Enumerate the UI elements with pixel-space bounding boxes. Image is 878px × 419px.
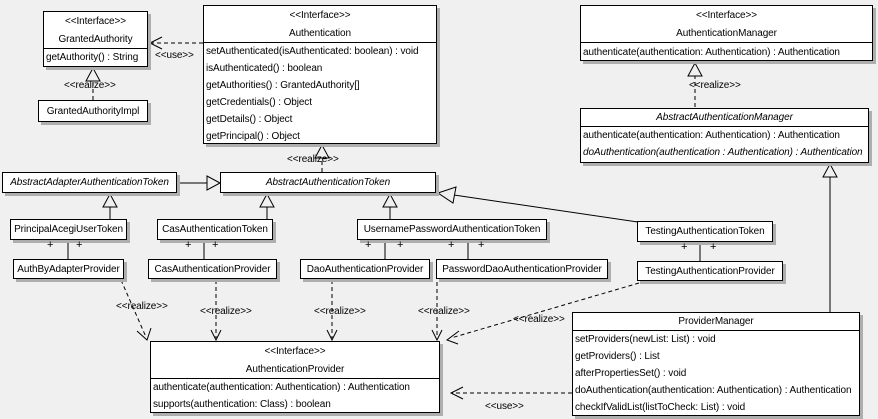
class-name: GrantedAuthorityImpl: [46, 105, 140, 117]
realize-label: <<realize>>: [418, 306, 470, 317]
method: getProviders() : List: [575, 351, 660, 362]
realize-label: <<realize>>: [116, 301, 168, 312]
realize-label: <<realize>>: [513, 314, 565, 325]
plus-mark: +: [478, 239, 485, 251]
class-name: UsernamePasswordAuthenticationToken: [363, 224, 541, 235]
class-name: ProviderManager: [573, 313, 859, 331]
edge-use-authentication-grantedauthority: [148, 36, 203, 50]
plus-mark: +: [448, 239, 455, 251]
class-name: CasAuthenticationToken: [162, 224, 268, 235]
stereotype-label: <<Interface>>: [696, 10, 757, 21]
class-abstract-adapter-authentication-token: AbstractAdapterAuthenticationToken: [2, 172, 177, 193]
class-cas-authentication-token: CasAuthenticationToken: [157, 219, 273, 240]
edge-gen-usernamepasswordtoken: [382, 192, 398, 219]
edge-gen-adapter-token: [177, 175, 222, 191]
plus-mark: +: [185, 239, 192, 251]
use-label: <<use>>: [155, 50, 194, 61]
method: getDetails() : Object: [206, 114, 293, 125]
class-name: AuthenticationManager: [676, 28, 777, 39]
class-username-password-authentication-token: UsernamePasswordAuthenticationToken: [357, 219, 547, 240]
realize-label: <<realize>>: [314, 306, 366, 317]
class-authentication-manager: <<Interface>> AuthenticationManager auth…: [580, 5, 873, 61]
class-authentication: <<Interface>> Authentication setAuthenti…: [203, 5, 437, 144]
method: checkIfValidList(listToCheck: List) : vo…: [575, 402, 746, 413]
method: getPrincipal() : Object: [206, 131, 300, 142]
stereotype-label: <<Interface>>: [65, 16, 126, 27]
class-name: DaoAuthenticationProvider: [306, 263, 424, 275]
class-name: AbstractAdapterAuthenticationToken: [10, 177, 169, 188]
use-label: <<use>>: [485, 401, 524, 412]
class-abstract-authentication-token: AbstractAuthenticationToken: [220, 172, 436, 193]
class-name: AuthenticationProvider: [245, 364, 345, 375]
edge-gen-testingauthenticationtoken: [436, 186, 639, 223]
class-provider-manager: ProviderManager setProviders(newList: Li…: [572, 312, 860, 416]
realize-label: <<realize>>: [200, 306, 252, 317]
class-testing-authentication-token: TestingAuthenticationToken: [637, 221, 773, 242]
edge-use-providermanager-authenticationprovider: [449, 386, 572, 400]
class-name: PrincipalAcegiUserToken: [14, 224, 123, 235]
class-name: PasswordDaoAuthenticationProvider: [442, 263, 602, 275]
class-granted-authority: <<Interface>> GrantedAuthority getAuthor…: [43, 11, 148, 67]
plus-mark: +: [76, 239, 83, 251]
plus-mark: +: [47, 239, 54, 251]
class-auth-by-adapter-provider: AuthByAdapterProvider: [13, 259, 124, 279]
stereotype-label: <<Interface>>: [264, 346, 326, 357]
method: doAuthentication(authentication : Authen…: [583, 147, 863, 158]
edge-gen-providermanager: [822, 162, 838, 312]
realize-label: <<realize>>: [64, 80, 116, 91]
method: afterPropertiesSet() : void: [575, 368, 687, 379]
class-name: AbstractAuthenticationToken: [265, 177, 391, 188]
class-testing-authentication-provider: TestingAuthenticationProvider: [637, 261, 783, 281]
method: supports(authentication: Class) : boolea…: [153, 399, 331, 410]
plus-mark: +: [365, 239, 372, 251]
method: getCredentials() : Object: [206, 97, 312, 108]
method: authenticate(authentication: Authenticat…: [583, 130, 840, 141]
class-principal-acegi-user-token: PrincipalAcegiUserToken: [10, 219, 127, 240]
class-abstract-authentication-manager: AbstractAuthenticationManager authentica…: [580, 108, 869, 163]
class-cas-authentication-provider: CasAuthenticationProvider: [148, 259, 277, 279]
class-name: TestingAuthenticationProvider: [645, 265, 775, 277]
class-dao-authentication-provider: DaoAuthenticationProvider: [300, 259, 430, 279]
class-name: GrantedAuthority: [58, 34, 133, 45]
class-password-dao-authentication-provider: PasswordDaoAuthenticationProvider: [436, 259, 608, 279]
method: authenticate(authentication: Authenticat…: [153, 382, 410, 393]
plus-mark: +: [212, 239, 219, 251]
method: setAuthenticated(isAuthenticated: boolea…: [206, 46, 419, 57]
method: doAuthentication(authentication: Authent…: [575, 385, 852, 396]
edge-gen-casauthenticationtoken: [259, 192, 275, 219]
class-name: AuthByAdapterProvider: [17, 263, 120, 275]
plus-mark: +: [681, 241, 688, 253]
realize-label: <<realize>>: [689, 80, 741, 91]
class-name: Authentication: [289, 28, 351, 39]
realize-label: <<realize>>: [287, 154, 339, 165]
plus-mark: +: [397, 239, 404, 251]
edge-gen-principalacegiusertoken: [102, 192, 118, 219]
method: isAuthenticated() : boolean: [206, 63, 323, 74]
method: getAuthorities() : GrantedAuthority[]: [206, 80, 360, 91]
plus-mark: +: [710, 241, 717, 253]
class-granted-authority-impl: GrantedAuthorityImpl: [38, 100, 148, 122]
method: authenticate(authentication: Authenticat…: [583, 47, 840, 58]
method: setProviders(newList: List) : void: [575, 334, 716, 345]
class-name: AbstractAuthenticationManager: [581, 109, 868, 127]
class-name: TestingAuthenticationToken: [645, 226, 765, 237]
class-name: CasAuthenticationProvider: [154, 263, 271, 275]
class-authentication-provider: <<Interface>> AuthenticationProvider aut…: [150, 341, 440, 413]
method: getAuthority() : String: [46, 52, 139, 63]
stereotype-label: <<Interface>>: [289, 10, 351, 21]
